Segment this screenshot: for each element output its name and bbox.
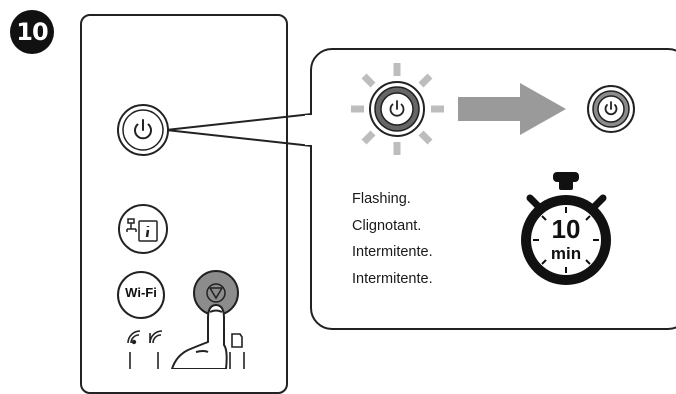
paper-status-icon <box>231 333 243 348</box>
network-status-sheet-icon <box>126 218 158 242</box>
transition-arrow-icon <box>458 83 566 135</box>
timer-unit: min <box>550 244 582 263</box>
steady-power-light-icon <box>587 85 635 133</box>
flashing-power-light-icon <box>351 63 444 155</box>
illustration-layer <box>117 63 635 369</box>
pressing-finger <box>171 304 228 369</box>
wifi-status-icons <box>127 330 163 345</box>
stopwatch-icon <box>521 172 611 285</box>
wifi-button-label: Wi-Fi <box>125 285 157 300</box>
callout-connector <box>165 113 313 147</box>
status-message-list: Flashing. Clignotant. Intermitente. Inte… <box>352 186 433 292</box>
power-icon <box>134 119 152 140</box>
network-status-button[interactable] <box>118 204 168 254</box>
power-button[interactable] <box>117 104 169 156</box>
stop-icon <box>208 287 224 300</box>
printer-control-panel <box>80 14 288 394</box>
status-message-en: Flashing. <box>352 191 411 207</box>
step-number-badge: 10 <box>10 10 54 54</box>
status-message-es: Intermitente. <box>352 244 433 260</box>
timer-value: 10 <box>551 214 581 244</box>
wifi-button[interactable] <box>117 271 165 319</box>
status-message-fr: Clignotant. <box>352 217 422 234</box>
status-message-pt: Intermitente. <box>352 270 433 287</box>
